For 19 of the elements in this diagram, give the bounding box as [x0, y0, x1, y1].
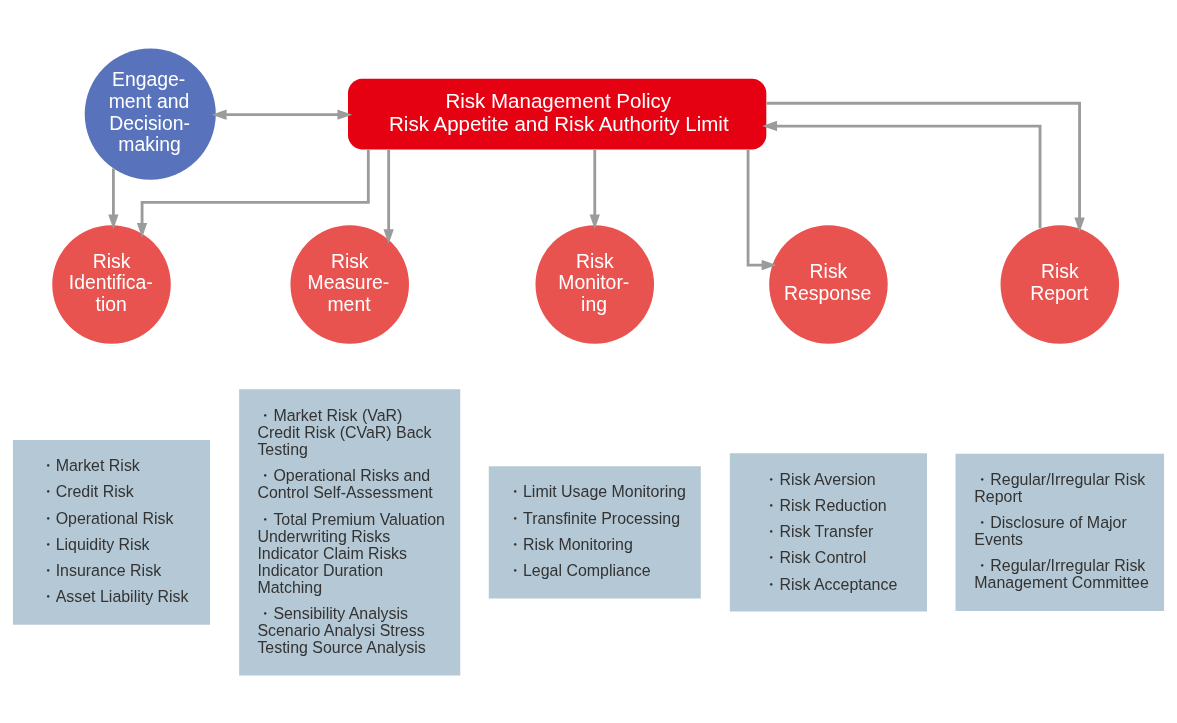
node-box: ・Limit Usage Monitoring ・Transfinite Processing ・Risk Monitoring ・Legal Compliance [488, 465, 701, 598]
arrow [589, 149, 600, 229]
arrow [136, 149, 370, 238]
node-circle: Engage- ment and Decision- making [84, 48, 216, 180]
node-circle: Risk Response [769, 224, 888, 344]
arrow [108, 168, 119, 229]
node-circle: Risk Report [1000, 224, 1120, 344]
arrow [766, 101, 1085, 232]
node-box: ・Risk Aversion ・Risk Reduction ・Risk Transfer ・Risk Control ・Risk Acceptance [729, 452, 927, 612]
node-box: ・Market Risk (VaR) Credit Risk (CVaR) Back Testing ・Operational Risks and Control Self-Assessment ・Total Premium Valuation Underwriting Risks Indicator Claim Risks Indicator Duration Matching ・Sensibility Analysis Scenario Analysi Stress Testing Source Analysis [239, 388, 461, 675]
arrow [383, 149, 394, 244]
arrow [211, 108, 353, 120]
arrow [746, 149, 777, 270]
node-box: Risk Management Policy Risk Appetite and Risk Authority Limit [348, 78, 767, 149]
node-circle: Risk Measure- ment [290, 224, 409, 344]
arrow [762, 120, 1042, 228]
node-box: ・Market Risk ・Credit Risk ・Operational Risk ・Liquidity Risk ・Insurance Risk ・Asset Liability Risk [12, 439, 211, 625]
node-circle: Risk Monitor- ing [535, 224, 655, 344]
node-box: ・Regular/Irregular Risk Report ・Disclosure of Major Events ・Regular/Irregular Risk Management Committee [955, 453, 1165, 611]
